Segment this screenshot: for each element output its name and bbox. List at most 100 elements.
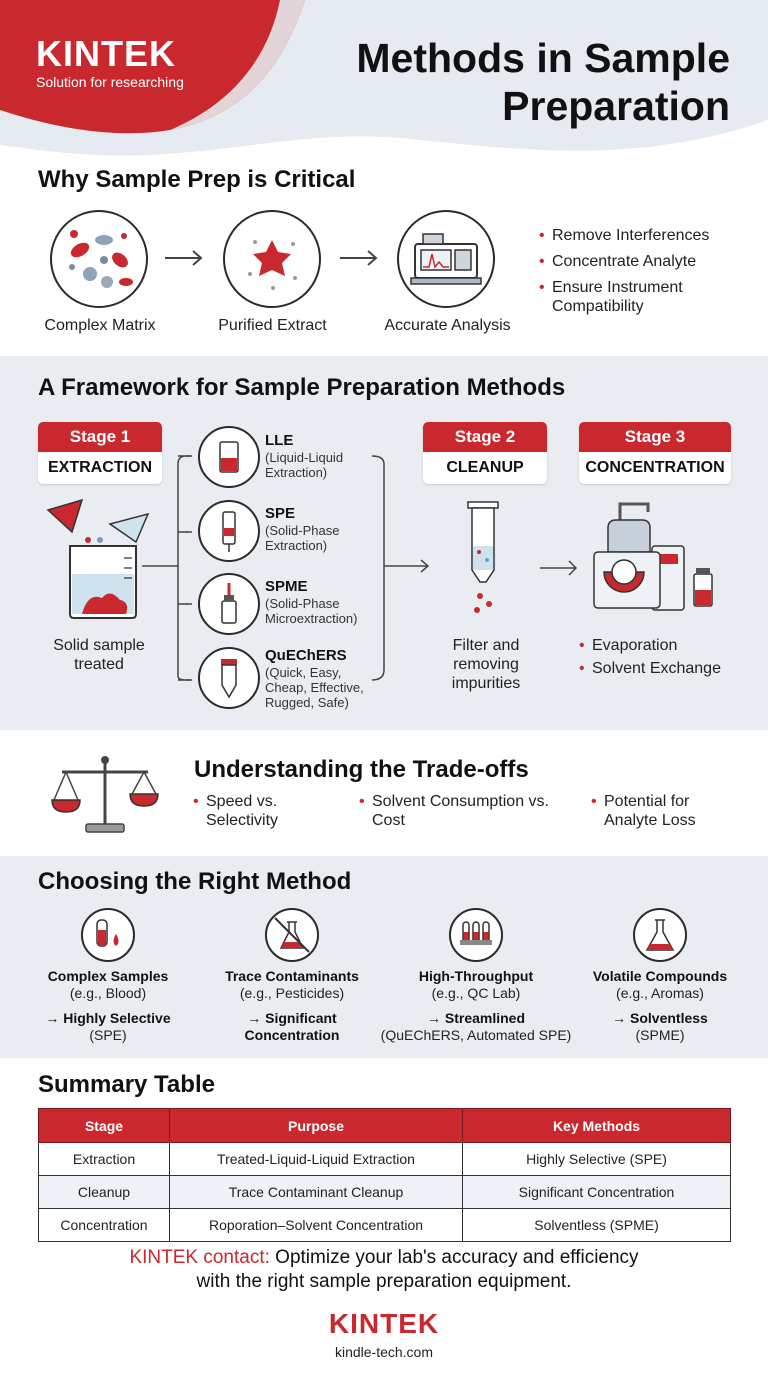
lle-icon xyxy=(198,426,260,488)
choose-title: Volatile Compounds xyxy=(592,968,728,984)
table-row: Cleanup Trace Contaminant Cleanup Signif… xyxy=(38,1175,731,1209)
arrow-icon xyxy=(340,250,378,266)
choose-example: (e.g., Aromas) xyxy=(616,985,704,1001)
method-name: SPME xyxy=(265,578,308,595)
table-header-row: Stage Purpose Key Methods xyxy=(38,1108,731,1143)
stage-label: Stage 2 xyxy=(423,422,547,452)
table-cell: Treated-Liquid-Liquid Extraction xyxy=(169,1142,463,1176)
method-name: SPE xyxy=(265,505,296,522)
summary-table: Stage Purpose Key Methods Extraction Tre… xyxy=(38,1108,731,1242)
table-cell: Significant Concentration xyxy=(462,1175,731,1209)
choose-recommendation: → Highly Selective xyxy=(45,1010,171,1026)
extraction-beaker-icon xyxy=(46,498,150,619)
choose-recommendation: → Streamlined xyxy=(426,1010,526,1026)
brand-tagline: Solution for researching xyxy=(36,74,184,90)
table-cell: Extraction xyxy=(38,1142,170,1176)
volatile-flask-icon xyxy=(633,908,687,962)
table-cell: Highly Selective (SPE) xyxy=(462,1142,731,1176)
stage-label: Stage 3 xyxy=(579,422,731,452)
test-tube-rack-icon xyxy=(449,908,503,962)
stage-name: EXTRACTION xyxy=(48,459,152,476)
complex-matrix-icon xyxy=(50,210,148,308)
table-cell: Concentration xyxy=(38,1208,170,1242)
stage-name: CLEANUP xyxy=(446,459,524,476)
page-title-line2: Preparation xyxy=(502,83,730,129)
choosing-heading: Choosing the Right Method xyxy=(38,868,352,895)
cleanup-column-icon xyxy=(467,501,499,613)
why-heading: Why Sample Prep is Critical xyxy=(38,166,356,193)
column-header: Purpose xyxy=(169,1108,463,1143)
stage-label: Stage 1 xyxy=(38,422,162,452)
table-cell: Solventless (SPME) xyxy=(462,1208,731,1242)
step-caption: Accurate Analysis xyxy=(384,317,511,334)
footer-url-link[interactable]: kindle-tech.com xyxy=(334,1344,434,1360)
page-title-line1: Methods in Sample xyxy=(356,35,730,81)
choose-recommendation-detail: (SPME) xyxy=(635,1027,685,1043)
table-row: Extraction Treated-Liquid-Liquid Extract… xyxy=(38,1142,731,1176)
step-caption: Complex Matrix xyxy=(44,317,156,334)
contact-text: Optimize your lab's accuracy and efficie… xyxy=(275,1247,639,1268)
concentration-bullet: Solvent Exchange xyxy=(579,659,742,678)
evaporator-icon xyxy=(593,502,713,611)
method-name: LLE xyxy=(265,432,294,449)
choose-recommendation-detail: (QuEChERS, Automated SPE) xyxy=(380,1027,572,1043)
table-row: Concentration Roporation–Solvent Concent… xyxy=(38,1208,731,1242)
column-header: Key Methods xyxy=(462,1108,731,1143)
tradeoff-item: Solvent Consumption vs. Cost xyxy=(359,792,552,830)
framework-heading: A Framework for Sample Preparation Metho… xyxy=(38,374,566,401)
footer-brand-logo: KINTEK xyxy=(328,1308,440,1339)
method-desc: (Solid-Phase Extraction) xyxy=(265,523,340,553)
contact-label: KINTEK contact: xyxy=(129,1247,270,1268)
table-cell: Trace Contaminant Cleanup xyxy=(169,1175,463,1209)
choose-recommendation: → Solventless xyxy=(612,1010,708,1026)
why-bullet: Remove Interferences xyxy=(539,226,742,245)
choosing-section xyxy=(0,856,768,1058)
choose-title: Complex Samples xyxy=(47,968,169,984)
balance-scale-icon xyxy=(51,756,159,833)
tradeoff-item: Potential for Analyte Loss xyxy=(591,792,724,830)
stage-name: CONCENTRATION xyxy=(585,459,725,476)
blood-sample-icon xyxy=(81,908,135,962)
quechers-icon xyxy=(198,647,260,709)
arrow-icon xyxy=(540,560,578,576)
cleanup-caption: Filter and removing impurities xyxy=(451,637,521,692)
no-contaminant-flask-icon xyxy=(265,908,319,962)
choose-example: (e.g., QC Lab) xyxy=(431,985,521,1001)
stage-1-card: Stage 1 EXTRACTION xyxy=(38,422,162,484)
choose-example: (e.g., Blood) xyxy=(69,985,147,1001)
tradeoff-item: Speed vs. Selectivity xyxy=(193,792,326,830)
table-cell: Cleanup xyxy=(38,1175,170,1209)
method-desc: (Solid-Phase Microextraction) xyxy=(265,596,358,626)
choose-example: (e.g., Pesticides) xyxy=(239,985,345,1001)
stage-3-card: Stage 3 CONCENTRATION xyxy=(579,422,731,484)
method-bracket-lines xyxy=(142,455,430,681)
column-header: Stage xyxy=(38,1108,170,1143)
spme-icon xyxy=(198,573,260,635)
contact-line1: KINTEK contact: Optimize your lab's accu… xyxy=(0,1246,768,1270)
contact-callout: KINTEK contact: Optimize your lab's accu… xyxy=(0,1246,768,1294)
concentration-bullet: Evaporation xyxy=(579,636,742,655)
purified-extract-icon xyxy=(223,210,321,308)
choose-recommendation: → Significant xyxy=(247,1010,337,1026)
brand-logo: KINTEK xyxy=(36,33,176,74)
page-title: Methods in Sample Preparation xyxy=(356,34,730,130)
tradeoffs-heading: Understanding the Trade-offs xyxy=(194,756,529,783)
header-background xyxy=(0,0,768,156)
why-bullet: Ensure Instrument Compatibility xyxy=(539,278,742,316)
step-caption: Purified Extract xyxy=(218,317,327,334)
table-cell: Roporation–Solvent Concentration xyxy=(169,1208,463,1242)
extraction-caption: Solid sample treated xyxy=(53,637,145,673)
contact-line2: with the right sample preparation equipm… xyxy=(196,1271,572,1292)
method-desc: (Quick, Easy, Cheap, Effective, Rugged, … xyxy=(265,665,364,710)
method-name: QuEChERS xyxy=(265,647,347,664)
arrow-icon xyxy=(165,250,203,266)
spe-icon xyxy=(198,500,260,562)
choose-title: High-Throughput xyxy=(418,968,534,984)
choose-title: Trace Contaminants xyxy=(225,968,359,984)
analyzer-instrument-icon xyxy=(397,210,495,308)
choose-recommendation-detail: Concentration xyxy=(244,1027,340,1043)
summary-heading: Summary Table xyxy=(38,1071,215,1098)
stage-2-card: Stage 2 CLEANUP xyxy=(423,422,547,484)
method-desc: (Liquid-Liquid Extraction) xyxy=(265,450,344,480)
why-bullet: Concentrate Analyte xyxy=(539,252,742,271)
